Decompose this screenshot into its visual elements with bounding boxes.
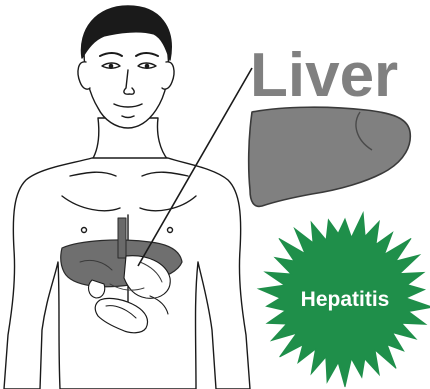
nipple-right (168, 228, 173, 233)
liver-large (249, 107, 411, 206)
esophagus (118, 218, 126, 258)
liver-organ-icon (249, 107, 411, 206)
title-liver: Liver (250, 41, 398, 110)
nipple-left (82, 228, 87, 233)
pupil-left (109, 64, 112, 67)
pupil-right (145, 64, 148, 67)
badge-label: Hepatitis (301, 288, 390, 311)
human-torso-icon (4, 6, 250, 389)
starburst-badge-icon: Hepatitis (259, 213, 430, 387)
